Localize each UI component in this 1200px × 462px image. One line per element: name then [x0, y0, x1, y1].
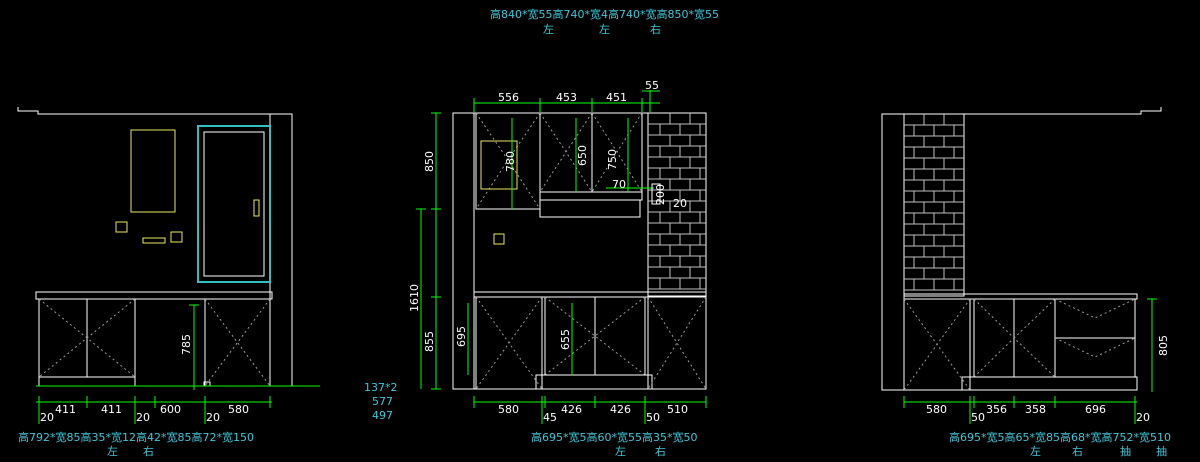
- dim-850: 850: [423, 151, 436, 172]
- dim-451: 451: [606, 91, 627, 104]
- base-cabinet-1: [475, 296, 543, 390]
- dim-50-mid: 50: [646, 411, 660, 424]
- dim-358: 358: [1025, 403, 1046, 416]
- side-note-2: 577: [372, 395, 393, 408]
- socket-icon: [115, 221, 128, 233]
- right-side-label-3: 抽: [1120, 444, 1131, 458]
- left-side-label-1: 左: [107, 445, 118, 458]
- right-side-label-1: 左: [1030, 445, 1041, 458]
- window-frame: [197, 125, 271, 283]
- range-hood-icon: [480, 140, 518, 190]
- window-inner: [203, 131, 265, 277]
- left-side-label-2: 右: [143, 444, 154, 458]
- right-ceiling: [904, 107, 1162, 115]
- brick-column: [647, 112, 707, 297]
- middle-elevation: 556 453 451 55: [408, 79, 707, 458]
- left-dim-20c: 20: [206, 411, 220, 424]
- left-elevation: 785 20 411 411 20 600 20 580 137*2 577 4…: [17, 107, 398, 458]
- dim-580-mid: 580: [498, 403, 519, 416]
- left-dim-20a: 20: [40, 411, 54, 424]
- dim-70: 70: [612, 178, 626, 191]
- dim-45: 45: [543, 411, 557, 424]
- left-kick-1: [38, 376, 136, 387]
- brick-pattern: [648, 113, 706, 290]
- dim-780: 780: [504, 151, 517, 172]
- dim-695: 695: [455, 326, 468, 347]
- top-size-label: 高840*宽55高740*宽4高740*宽高850*宽55: [490, 7, 719, 21]
- right-wall-end: [881, 113, 905, 391]
- left-dim-20b: 20: [136, 411, 150, 424]
- sink-kick: [535, 374, 653, 390]
- dim-20-upper: 20: [673, 197, 687, 210]
- middle-side-label-2: 右: [655, 444, 666, 458]
- right-side-label-4: 抽: [1156, 444, 1167, 458]
- right-kick: [961, 376, 1138, 391]
- hood-box: [539, 199, 641, 218]
- middle-side-label-1: 左: [615, 445, 626, 458]
- dim-855: 855: [423, 331, 436, 352]
- shelf-icon: [142, 237, 166, 244]
- side-note-3: 497: [372, 409, 393, 422]
- dim-650: 650: [576, 145, 589, 166]
- left-dim-580: 580: [228, 403, 249, 416]
- top-side-label-3: 右: [650, 22, 661, 36]
- right-elevation: 805 580 50 356 358 696 20 高695*宽5高65*宽85…: [881, 107, 1171, 458]
- dim-805: 805: [1157, 335, 1170, 356]
- dim-50-right: 50: [971, 411, 985, 424]
- dim-20-right: 20: [1136, 411, 1150, 424]
- dim-1610: 1610: [408, 284, 421, 312]
- dim-453: 453: [556, 91, 577, 104]
- dim-696: 696: [1085, 403, 1106, 416]
- window-handle-icon: [253, 199, 260, 217]
- socket-icon: [170, 231, 183, 243]
- dim-785: 785: [180, 334, 193, 355]
- left-dim-411a: 411: [55, 403, 76, 416]
- brick-pattern-right: [904, 114, 964, 291]
- top-side-label-1: 左: [543, 23, 554, 36]
- socket-icon: [493, 233, 505, 245]
- dim-556: 556: [498, 91, 519, 104]
- dim-356: 356: [986, 403, 1007, 416]
- top-side-label-2: 左: [599, 23, 610, 36]
- right-cabinet-3: [1013, 298, 1056, 378]
- mirror-frame: [130, 129, 176, 213]
- base-cabinet-3: [594, 296, 646, 376]
- dim-750: 750: [606, 149, 619, 170]
- dim-655: 655: [559, 329, 572, 350]
- left-wall-outline: [17, 107, 271, 386]
- right-side-label-2: 右: [1072, 444, 1083, 458]
- middle-size-label: 高695*宽5高60*宽55高35*宽50: [531, 430, 697, 444]
- left-countertop: [35, 291, 273, 300]
- base-cabinet-4: [647, 296, 707, 390]
- left-dim-600: 600: [160, 403, 181, 416]
- right-size-label: 高695*宽5高65*宽85高68*宽高752*宽510: [949, 430, 1171, 444]
- side-note-1: 137*2: [364, 381, 398, 394]
- left-size-label: 高792*宽85高35*宽12高42*宽85高72*宽150: [18, 430, 254, 444]
- dim-426b: 426: [610, 403, 631, 416]
- dim-55: 55: [645, 79, 659, 92]
- dim-510-mid: 510: [667, 403, 688, 416]
- right-cabinet-2: [973, 298, 1015, 378]
- dim-200: 200: [654, 184, 667, 205]
- left-wall-end: [269, 113, 293, 387]
- dim-426a: 426: [561, 403, 582, 416]
- right-brick-column: [903, 113, 965, 297]
- right-cabinet-1: [903, 298, 971, 391]
- dim-580-right: 580: [926, 403, 947, 416]
- left-dim-411b: 411: [101, 403, 122, 416]
